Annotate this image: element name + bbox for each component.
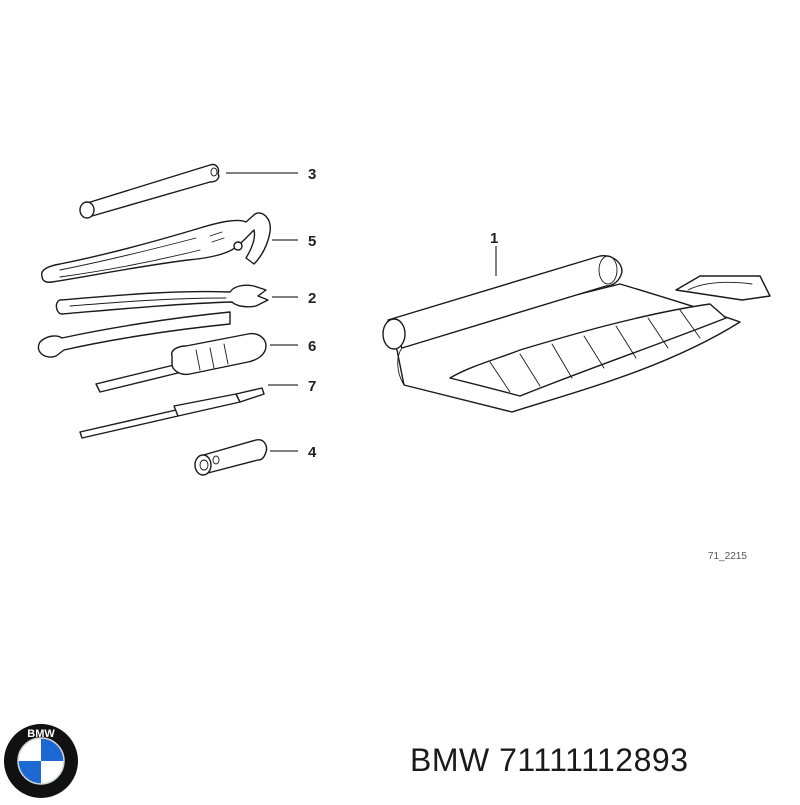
callout-6: 6 [308,338,316,355]
tool-roll-drawing [382,255,771,413]
logo-text: BMW [27,728,55,740]
wheel-brace-drawing [79,163,220,219]
socket-drawing [194,438,268,476]
callout-1: 1 [490,230,498,247]
diagram-code: 71_2215 [708,551,747,562]
callout-5: 5 [308,233,316,250]
callout-4: 4 [308,444,317,461]
bmw-roundel-icon: BMW [4,724,78,798]
part-number-caption: BMW 71111112893 [410,742,689,778]
bmw-logo: BMW [2,722,80,800]
open-end-wrench-drawing [37,284,269,358]
callout-7: 7 [308,378,316,395]
screwdriver-drawing [95,332,267,393]
callout-2: 2 [308,290,316,307]
screwdriver-blade-drawing [79,387,265,439]
callout-3: 3 [308,166,316,183]
pliers-drawing [41,212,271,283]
